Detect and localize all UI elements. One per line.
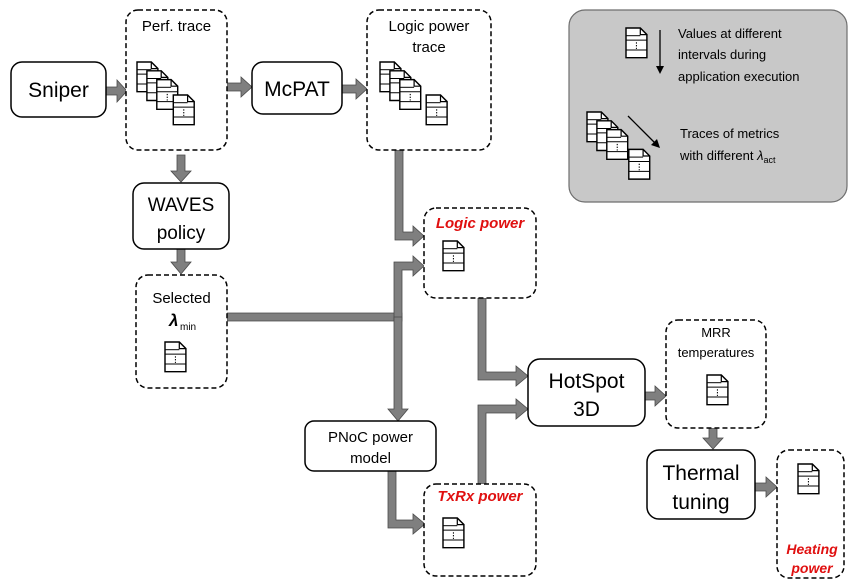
lambda-min-sub: min <box>180 322 196 333</box>
arrow-logic-trace-to-logic-power <box>394 149 425 247</box>
logic-power-node: Logic power <box>423 207 537 299</box>
arrow-logic-power-to-hotspot <box>477 297 529 387</box>
arrow-txrx-to-hotspot <box>477 398 529 485</box>
thermal-tuning-node: Thermal tuning <box>646 449 756 520</box>
sniper-label: Sniper <box>28 79 89 102</box>
arrow-trunk-to-logic-power <box>393 255 425 322</box>
mrr-temperatures-node: MRR temperatures <box>665 319 767 429</box>
legend-values-line2: intervals during <box>678 47 766 62</box>
pnoc-label-line1: PNoC power <box>328 429 413 446</box>
doc-icon <box>442 517 465 549</box>
selected-lambda-node: Selected λ min <box>135 274 228 389</box>
arrow-mcpat-to-logic-trace <box>341 78 368 100</box>
waves-policy-node: WAVES policy <box>132 182 230 250</box>
logic-power-trace-label-line1: Logic power <box>389 18 470 35</box>
txrx-power-node: TxRx power <box>423 483 537 577</box>
legend-lambda-symbol: λ <box>756 148 763 163</box>
arrow-pnoc-to-txrx <box>387 469 426 535</box>
doc-icon <box>797 463 820 495</box>
down-arrow-icon <box>656 30 664 74</box>
legend-values-line3: application execution <box>678 69 799 84</box>
legend-lambda-sub: act <box>764 155 777 165</box>
arrow-thermal-to-heating <box>754 476 778 498</box>
legend-traces-line2: with different λact <box>679 148 776 165</box>
legend-traces-line1: Traces of metrics <box>680 126 780 141</box>
doc-icon <box>706 374 729 406</box>
thermal-label-line2: tuning <box>672 491 729 514</box>
txrx-power-label: TxRx power <box>437 488 523 505</box>
arrow-waves-to-selected <box>170 247 192 275</box>
single-doc-icon <box>625 27 648 59</box>
lambda-symbol: λ <box>168 311 178 330</box>
hotspot-3d-node: HotSpot 3D <box>527 358 646 427</box>
hotspot-label-line1: HotSpot <box>549 370 625 393</box>
thermal-label-line1: Thermal <box>662 462 739 485</box>
doc-icon <box>164 341 187 373</box>
arrow-mrr-to-thermal <box>702 427 724 450</box>
arrow-perf-trace-to-waves <box>170 154 192 183</box>
heating-power-node: Heating power <box>776 449 845 579</box>
legend-traces-prefix: with different <box>679 148 757 163</box>
waves-label-line2: policy <box>157 223 206 244</box>
selected-label: Selected <box>152 290 210 307</box>
hotspot-label-line2: 3D <box>573 398 600 421</box>
arrow-trunk-to-pnoc <box>387 316 409 422</box>
sniper-node: Sniper <box>10 61 107 118</box>
waves-label-line1: WAVES <box>148 195 215 216</box>
perf-trace-label: Perf. trace <box>142 18 211 35</box>
arrow-selected-trunk <box>226 312 403 322</box>
mcpat-node: McPAT <box>251 61 343 115</box>
mcpat-label: McPAT <box>264 78 330 101</box>
heating-label-line2: power <box>790 560 834 576</box>
legend-box: Values at different intervals during app… <box>568 9 848 203</box>
logic-power-trace-label-line2: trace <box>412 39 445 56</box>
pnoc-power-model-node: PNoC power model <box>304 420 437 472</box>
mrr-label-line2: temperatures <box>678 345 755 360</box>
mrr-label-line1: MRR <box>701 325 731 340</box>
arrow-sniper-to-perf-trace <box>105 78 128 104</box>
doc-icon <box>442 240 465 272</box>
heating-label-line1: Heating <box>786 541 838 557</box>
perf-trace-node: Perf. trace <box>125 9 228 151</box>
pnoc-label-line2: model <box>350 450 391 467</box>
diagonal-arrow-icon <box>627 115 660 148</box>
legend-values-line1: Values at different <box>678 26 782 41</box>
arrow-perf-trace-to-mcpat <box>226 76 253 98</box>
arrow-hotspot-to-mrr <box>644 385 667 407</box>
logic-power-label: Logic power <box>436 215 526 232</box>
logic-power-trace-node: Logic power trace <box>366 9 492 151</box>
connector-arrows <box>105 76 778 535</box>
